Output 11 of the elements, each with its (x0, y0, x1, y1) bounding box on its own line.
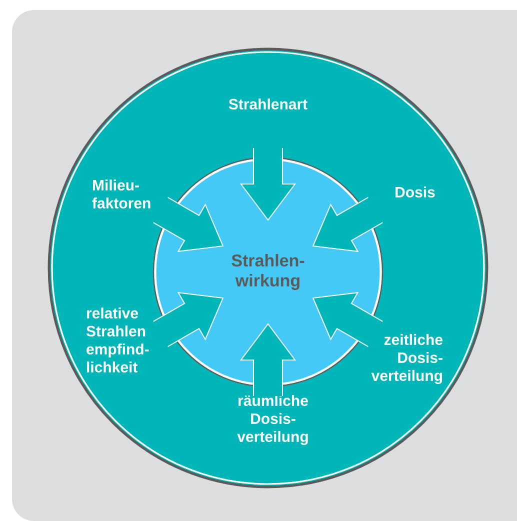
block-arrow (240, 148, 296, 221)
factor-label: räumliche Dosis- verteilung (237, 394, 308, 446)
factor-label: relative Strahlen empfind- lichkeit (86, 308, 149, 372)
factor-label: Strahlenart (228, 98, 308, 110)
factor-label: Dosis (396, 186, 435, 198)
block-arrow (152, 292, 224, 348)
block-arrow (240, 323, 296, 396)
block-arrow (152, 196, 224, 252)
block-arrow (312, 292, 384, 348)
block-arrow (312, 196, 384, 252)
factor-label: Milieu- faktoren (92, 179, 150, 208)
